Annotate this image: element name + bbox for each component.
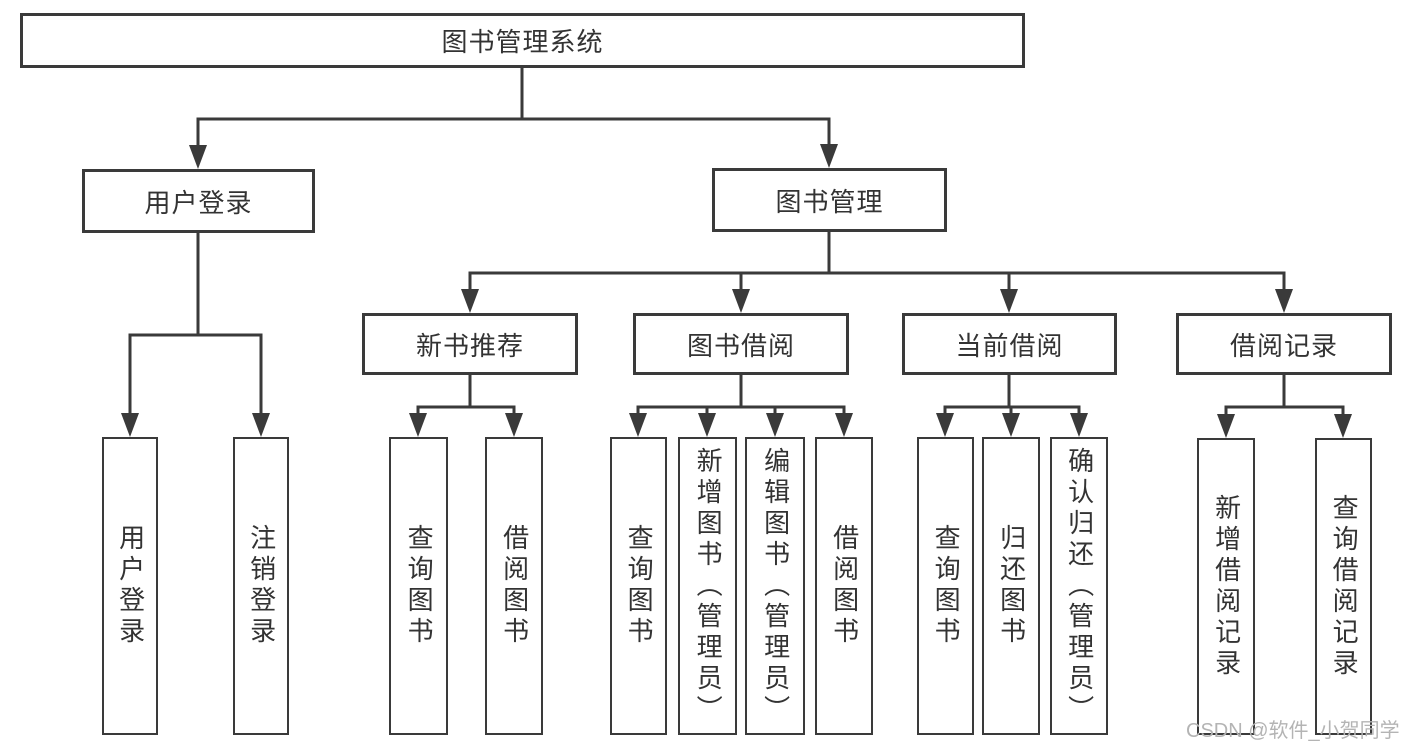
leaf-query-books-current: 查询图书 [917, 437, 974, 735]
node-borrow-records: 借阅记录 [1176, 313, 1392, 375]
leaf-label: 查询图书 [931, 524, 962, 648]
leaf-label: 确认归还（管理员） [1064, 446, 1095, 726]
leaf-borrow-books-recommend: 借阅图书 [485, 437, 543, 735]
leaf-label: 归还图书 [996, 524, 1027, 648]
leaf-edit-books-admin: 编辑图书（管理员） [745, 437, 805, 735]
leaf-label: 新增图书（管理员） [693, 446, 724, 726]
leaf-logout: 注销登录 [233, 437, 289, 735]
leaf-confirm-return-admin: 确认归还（管理员） [1050, 437, 1108, 735]
leaf-label: 借阅图书 [829, 524, 860, 648]
leaf-query-books-recommend: 查询图书 [389, 437, 448, 735]
leaf-label: 用户登录 [115, 524, 146, 648]
leaf-return-books: 归还图书 [982, 437, 1040, 735]
leaf-label: 新增借阅记录 [1211, 493, 1242, 680]
leaf-add-books-admin: 新增图书（管理员） [678, 437, 737, 735]
node-new-book-recommend: 新书推荐 [362, 313, 578, 375]
leaf-query-books-borrow: 查询图书 [610, 437, 667, 735]
leaf-label: 注销登录 [246, 524, 277, 648]
node-root-system: 图书管理系统 [20, 13, 1025, 68]
node-book-borrow: 图书借阅 [633, 313, 849, 375]
node-current-borrow: 当前借阅 [902, 313, 1117, 375]
leaf-user-login: 用户登录 [102, 437, 158, 735]
csdn-watermark: CSDN @软件_小贺同学 [1186, 720, 1400, 742]
leaf-borrow-books: 借阅图书 [815, 437, 873, 735]
leaf-label: 查询图书 [404, 524, 435, 648]
leaf-label: 借阅图书 [499, 524, 530, 648]
node-user-login: 用户登录 [82, 169, 315, 233]
leaf-label: 查询图书 [624, 524, 655, 648]
leaf-label: 查询借阅记录 [1329, 493, 1360, 680]
leaf-label: 编辑图书（管理员） [760, 446, 791, 726]
node-book-management: 图书管理 [712, 168, 947, 232]
leaf-add-borrow-record: 新增借阅记录 [1197, 438, 1255, 735]
leaf-query-borrow-record: 查询借阅记录 [1315, 438, 1372, 735]
